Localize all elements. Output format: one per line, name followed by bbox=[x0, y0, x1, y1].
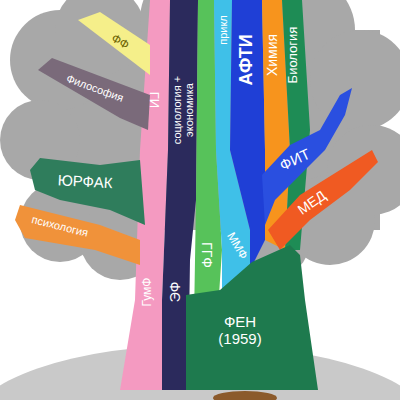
band-label: Биология bbox=[286, 27, 300, 84]
soil bbox=[213, 391, 277, 400]
band-label: МЕД bbox=[295, 188, 329, 218]
branch-band: ФЕН (1959) bbox=[213, 312, 267, 349]
branch-band: ГИ ГумФ bbox=[139, 90, 163, 309]
branch-band: Философия bbox=[63, 70, 128, 106]
band-label: ЭФ bbox=[168, 282, 183, 303]
band-label: Химия bbox=[265, 34, 280, 76]
branch-band: ГГФ bbox=[196, 240, 215, 270]
band-label: ЮРФАК bbox=[57, 172, 113, 191]
band-label: АФТИ bbox=[237, 34, 257, 85]
band-label: прикл bbox=[217, 15, 229, 45]
branch-band: Химия bbox=[263, 32, 282, 78]
branch-band: Биология bbox=[284, 25, 302, 86]
branch-band: социология + экономикаЭФ bbox=[166, 61, 197, 305]
branches bbox=[15, 12, 378, 265]
band-label: ГумФ bbox=[141, 278, 154, 307]
band-label: ФФ bbox=[109, 32, 131, 53]
branch-band: АФТИ bbox=[235, 32, 259, 87]
band-label: ФЕН (1959) bbox=[215, 314, 265, 347]
band-label: ГГФ bbox=[198, 242, 213, 268]
band-label: ММФ bbox=[224, 230, 250, 262]
branch-band: ЮРФАК bbox=[55, 170, 115, 193]
band-label: ГИ bbox=[147, 92, 161, 108]
branch-band: ФФ bbox=[107, 30, 133, 55]
band-label: ФИТ bbox=[277, 146, 312, 174]
branch-band: МЕД bbox=[293, 186, 331, 220]
branch-band: психология bbox=[29, 211, 92, 241]
band-label: психология bbox=[31, 213, 90, 239]
band-label: социология + экономика bbox=[171, 63, 195, 158]
branch-band: ФИТ bbox=[275, 144, 314, 176]
band-label: Философия bbox=[65, 72, 126, 104]
